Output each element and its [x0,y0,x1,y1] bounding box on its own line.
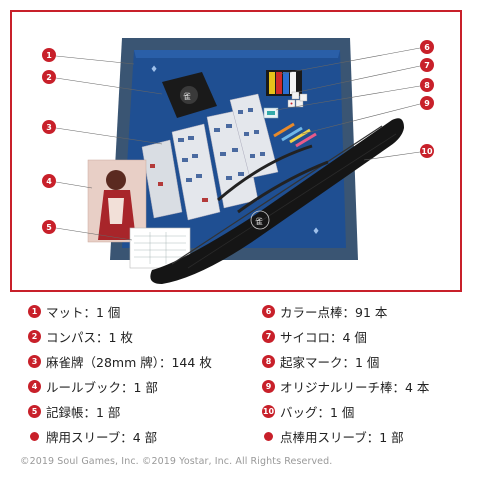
list-item: 5 記録帳：1 部 [28,402,120,420]
callout-10: 10 [420,144,434,158]
item-label: 起家マーク：1 個 [280,354,380,370]
svg-text:♦: ♦ [150,65,158,75]
item-label: 麻雀牌（28mm 牌）：144 枚 [46,354,212,370]
point-sticks-illustration [266,70,302,96]
callout-9: 9 [420,96,434,110]
callout-4: 4 [42,174,56,188]
item-label: 点棒用スリーブ：1 部 [280,429,404,445]
item-number: 10 [262,404,275,418]
list-item: 6 カラー点棒：91 本 [262,302,387,320]
list-item: 4 ルールブック：1 部 [28,377,158,395]
list-item: 7 サイコロ：4 個 [262,327,367,345]
product-photo: ♦ ♦ 雀 [55,38,421,284]
svg-text:雀: 雀 [183,91,191,101]
list-item: 9 オリジナルリーチ棒：4 本 [262,377,429,395]
item-number: 5 [28,404,41,418]
item-label: オリジナルリーチ棒：4 本 [280,379,430,395]
callout-7: 7 [420,58,434,72]
leader-lines [55,47,421,241]
compass-illustration: 雀 [162,72,217,118]
item-number: 8 [262,354,275,368]
svg-text:雀: 雀 [255,216,263,226]
item-label: カラー点棒：91 本 [280,304,388,320]
list-item: 2 コンパス：1 枚 [28,327,133,345]
list-item: 点棒用スリーブ：1 部 [262,427,404,445]
item-number: 4 [28,379,41,393]
callout-2: 2 [42,70,56,84]
list-item: 1 マット：1 個 [28,302,120,320]
item-label: 記録帳：1 部 [46,404,121,420]
bullet-dot [264,431,273,441]
copyright-notice: ©2019 Soul Games, Inc. ©2019 Yostar, Inc… [20,456,333,467]
bag-illustration: 雀 [150,118,404,284]
callout-6: 6 [420,40,434,54]
item-label: コンパス：1 枚 [46,329,133,345]
item-label: 牌用スリーブ：4 部 [46,429,158,445]
dealer-marker-illustration [263,107,279,119]
callout-3: 3 [42,120,56,134]
list-item: 10 バッグ：1 個 [262,402,354,420]
callout-1: 1 [42,48,56,62]
item-number: 1 [28,304,41,318]
list-item: 8 起家マーク：1 個 [262,352,379,370]
item-label: サイコロ：4 個 [280,329,367,345]
item-number: 7 [262,329,275,343]
list-item: 3 麻雀牌（28mm 牌）：144 枚 [28,352,212,370]
bullet-dot [30,431,39,441]
tiles-illustration [141,93,279,221]
riichi-sticks-illustration [273,122,317,148]
item-label: マット：1 個 [46,304,121,320]
item-number: 6 [262,304,275,318]
item-label: バッグ：1 個 [280,404,355,420]
callout-8: 8 [420,78,434,92]
item-label: ルールブック：1 部 [46,379,158,395]
item-number: 3 [28,354,41,368]
list-item: 牌用スリーブ：4 部 [28,427,157,445]
item-number: 9 [262,379,275,393]
svg-text:♦: ♦ [312,227,320,237]
callout-5: 5 [42,220,56,234]
item-number: 2 [28,329,41,343]
dice-illustration [287,91,308,108]
product-photo-frame: ♦ ♦ 雀 [10,10,462,292]
